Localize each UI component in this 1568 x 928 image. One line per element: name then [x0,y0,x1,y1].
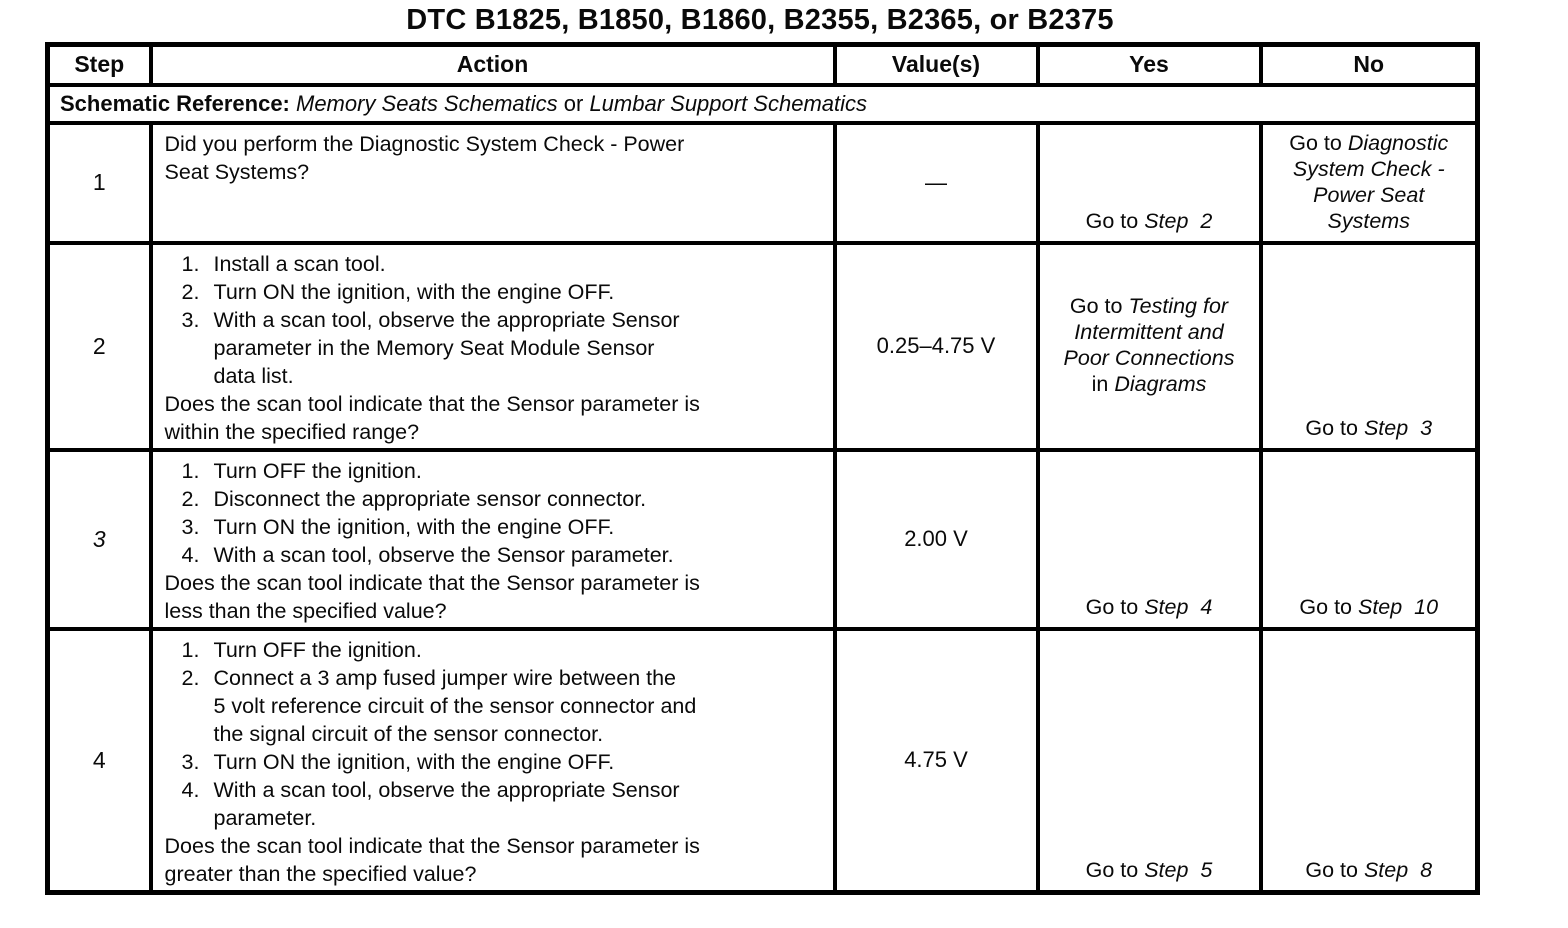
yes-cell: Go to Step 5 [1035,626,1263,894]
yes-cell: Go to Step 2 [1035,120,1263,245]
step-number: 2 [45,240,153,452]
page-title: DTC B1825, B1850, B1860, B2355, B2365, o… [406,4,1114,36]
step-number: 1 [45,120,153,245]
no-cell: Go to Step 8 [1258,626,1480,894]
step-row-2: 2 1.Install a scan tool.2.Turn ON the ig… [45,240,1480,452]
value-cell: 0.25–4.75 V [832,240,1040,452]
step-number: 3 [45,447,153,631]
header-action: Action [148,42,837,87]
step-number: 4 [45,626,153,894]
schematic-reference: Schematic Reference: Memory Seats Schema… [45,82,1480,125]
header-values: Value(s) [832,42,1040,87]
action-cell: 1.Install a scan tool.2.Turn ON the igni… [148,240,837,452]
value-cell: 4.75 V [832,626,1040,894]
action-cell: 1.Turn OFF the ignition.2.Disconnect the… [148,447,837,631]
header-step: Step [45,42,153,87]
action-cell: Did you perform the Diagnostic System Ch… [148,120,837,245]
step-row-1: 1 Did you perform the Diagnostic System … [45,120,1480,245]
no-cell: Go to Step 10 [1258,447,1480,631]
value-cell: 2.00 V [832,447,1040,631]
value-cell: — [832,120,1040,245]
dtc-diagnostic-table: Step Action Value(s) Yes No Schematic Re… [45,42,1480,895]
no-cell: Go to Step 3 [1258,240,1480,452]
step-row-3: 3 1.Turn OFF the ignition.2.Disconnect t… [45,447,1480,631]
header-no: No [1258,42,1480,87]
schematic-reference-row: Schematic Reference: Memory Seats Schema… [45,82,1480,125]
step-row-4: 4 1.Turn OFF the ignition.2.Connect a 3 … [45,626,1480,894]
header-yes: Yes [1035,42,1263,87]
header-row: Step Action Value(s) Yes No [45,42,1480,87]
yes-cell: Go to Step 4 [1035,447,1263,631]
action-cell: 1.Turn OFF the ignition.2.Connect a 3 am… [148,626,837,894]
